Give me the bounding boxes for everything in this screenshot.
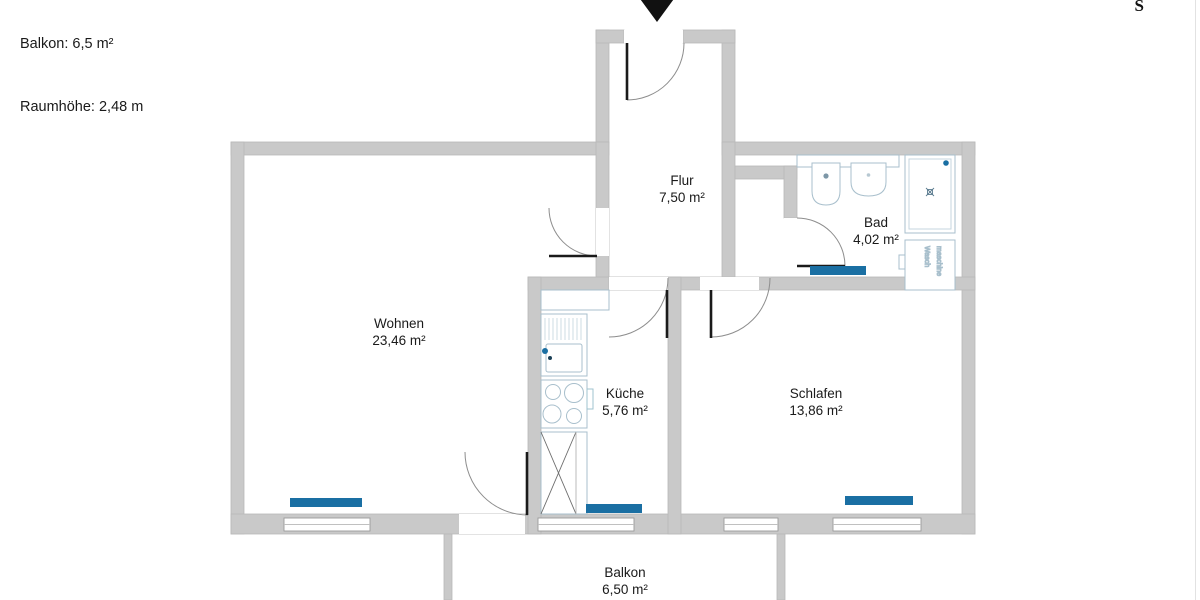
- wall-kueche-right: [667, 276, 682, 535]
- washing-machine-icon: [904, 239, 956, 291]
- washing-machine-label-2: maschine: [935, 246, 942, 276]
- wall-top-right-outer: [721, 141, 976, 156]
- kitchen-tap-dot-2: [548, 356, 552, 360]
- plan-info-block: Balkon: 6,5 m² Raumhöhe: 2,48 m: [20, 0, 143, 160]
- opening-kueche: [609, 277, 668, 290]
- wall-group: [230, 29, 976, 600]
- room-area-wohnen: 23,46 m²: [372, 333, 426, 348]
- wall-vestibule-top-left: [595, 29, 625, 44]
- door-arc-wohnen: [548, 207, 598, 257]
- kitchen-drainboard-icon: [544, 318, 582, 340]
- info-line-balkon: Balkon: 6,5 m²: [20, 36, 114, 52]
- door-arc-kueche: [608, 277, 669, 338]
- stove-burner-br: [566, 408, 582, 424]
- room-area-kueche: 5,76 m²: [602, 403, 648, 418]
- door-arc-entrance: [626, 42, 685, 101]
- radiator-bad: [810, 266, 866, 275]
- room-label-balkon: Balkon: [604, 565, 645, 580]
- wall-kueche-left: [527, 276, 542, 535]
- shower-corner-dot: [943, 160, 949, 166]
- opening-schlafen: [700, 277, 759, 290]
- entrance-arrow-icon: [640, 0, 674, 22]
- radiator-kueche: [586, 504, 642, 513]
- shower-tray-inner: [908, 158, 952, 230]
- wall-balcony-right: [776, 533, 786, 600]
- compass-letter-south: S: [1134, 0, 1144, 15]
- room-label-kueche: Küche: [606, 386, 644, 401]
- wc-toilet-icon: [811, 162, 841, 206]
- wall-vestibule-left: [595, 29, 610, 144]
- door-opening-group: [459, 30, 797, 534]
- stove-burner-bl: [542, 404, 562, 424]
- wall-vestibule-right: [721, 29, 736, 144]
- door-arc-bad: [796, 217, 846, 267]
- room-label-schlafen: Schlafen: [790, 386, 843, 401]
- wall-right-outer: [961, 141, 976, 535]
- door-arc-schlafen: [710, 277, 771, 338]
- room-label-flur: Flur: [670, 173, 694, 188]
- bathroom-fixture-group: Wasch maschine: [796, 154, 956, 291]
- radiator-wohnen: [290, 498, 362, 507]
- kitchen-cabinet-icon: [540, 431, 588, 515]
- washing-machine-label-1: Wasch: [923, 246, 930, 267]
- wall-top-left-outer: [230, 141, 610, 156]
- opening-entrance: [624, 30, 683, 43]
- wall-flur-right: [721, 141, 736, 279]
- shower-drain-icon: [925, 187, 935, 197]
- info-line-raumhoehe: Raumhöhe: 2,48 m: [20, 99, 144, 115]
- room-label-bad: Bad: [864, 215, 888, 230]
- window-group: [283, 517, 922, 532]
- stove-burner-tr: [564, 383, 584, 403]
- room-label-wohnen: Wohnen: [374, 316, 424, 331]
- kitchen-fixture-group: [540, 289, 610, 515]
- kitchen-upper-cabinet: [540, 289, 610, 311]
- room-area-bad: 4,02 m²: [853, 232, 899, 247]
- stove-side-handle: [586, 388, 594, 410]
- wall-vestibule-top-right: [682, 29, 736, 44]
- door-group: [464, 42, 846, 516]
- cabinet-x-2: [540, 431, 577, 515]
- washing-machine-handle: [898, 254, 906, 270]
- kitchen-sink-basin: [545, 343, 583, 373]
- room-area-schlafen: 13,86 m²: [789, 403, 843, 418]
- radiator-group: [290, 266, 913, 513]
- opening-wohnen-flur: [596, 208, 609, 256]
- wc-flush-dot: [823, 173, 829, 179]
- door-arc-balcony: [464, 451, 529, 516]
- wall-balcony-left: [443, 533, 453, 600]
- room-label-group: Wohnen 23,46 m² Flur 7,50 m² Bad 4,02 m²…: [372, 173, 899, 597]
- washbasin-drain-dot: [866, 173, 871, 177]
- wall-left-outer: [230, 141, 245, 535]
- kitchen-tap-dot-1: [542, 348, 548, 354]
- opening-wohnen-balcony: [459, 514, 525, 534]
- opening-bad: [784, 218, 797, 266]
- radiator-schlafen: [845, 496, 913, 505]
- room-area-balkon: 6,50 m²: [602, 582, 648, 597]
- wall-bad-jamb: [783, 165, 798, 219]
- washbasin-sink-icon: [850, 162, 887, 197]
- room-area-flur: 7,50 m²: [659, 190, 705, 205]
- stove-burner-tl: [545, 384, 561, 400]
- page-right-divider: [1195, 0, 1196, 600]
